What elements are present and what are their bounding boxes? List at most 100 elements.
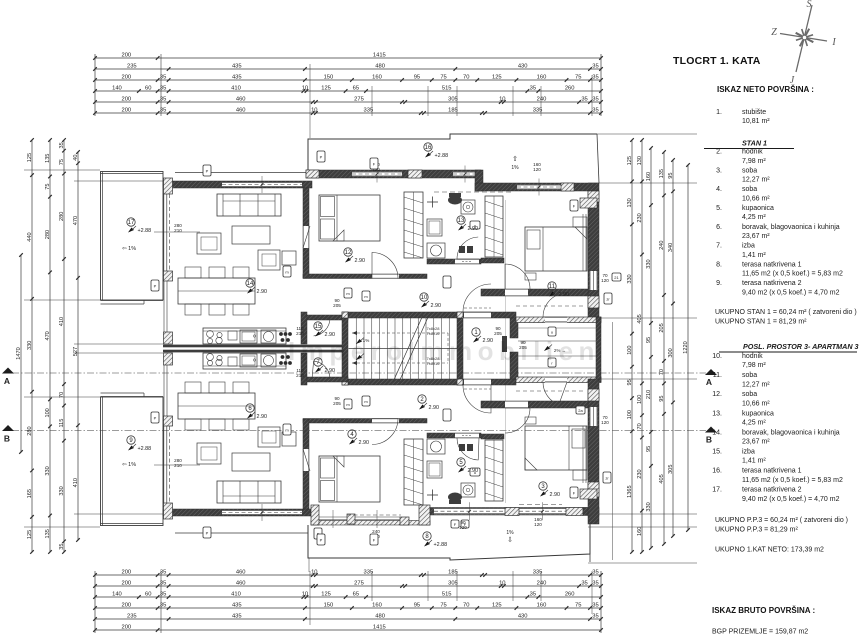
svg-text:11: 11 (549, 284, 556, 290)
svg-text:200: 200 (121, 624, 131, 630)
svg-text:200: 200 (121, 569, 131, 575)
svg-text:205: 205 (519, 345, 527, 350)
svg-text:1%: 1% (511, 165, 519, 171)
svg-text:205: 205 (333, 401, 341, 406)
svg-text:hodnik: hodnik (742, 353, 763, 360)
svg-text:boravak, blagovaonica i kuhinj: boravak, blagovaonica i kuhinja (742, 224, 840, 231)
svg-text:35: 35 (160, 107, 166, 113)
svg-text:7: 7 (316, 360, 320, 366)
svg-text:90: 90 (495, 326, 501, 331)
svg-text:160: 160 (372, 74, 382, 80)
svg-text:210: 210 (174, 228, 182, 233)
svg-text:460: 460 (236, 107, 246, 113)
svg-text:35: 35 (160, 591, 166, 597)
svg-text:B: B (706, 435, 712, 445)
svg-text:120: 120 (601, 420, 609, 425)
svg-text:3.: 3. (716, 167, 722, 174)
svg-text:10.: 10. (712, 353, 722, 360)
svg-text:60: 60 (145, 591, 151, 597)
svg-text:70: 70 (602, 415, 608, 420)
svg-text:r: r (551, 360, 553, 365)
svg-text:470: 470 (45, 331, 51, 340)
svg-text:160: 160 (537, 74, 547, 80)
svg-text:UKUPNO 1.KAT NETO: 173,39 m2: UKUPNO 1.KAT NETO: 173,39 m2 (715, 547, 824, 554)
svg-text:4.: 4. (716, 186, 722, 193)
svg-text:7x8x28: 7x8x28 (427, 356, 441, 361)
svg-text:160: 160 (646, 172, 652, 181)
svg-text:P: P (320, 154, 323, 159)
svg-text:280: 280 (59, 212, 65, 221)
svg-text:135: 135 (45, 529, 51, 538)
svg-text:460: 460 (236, 580, 246, 586)
svg-text:terasa natkrivena 1: terasa natkrivena 1 (742, 468, 802, 475)
svg-text:140: 140 (112, 85, 122, 91)
svg-text:120: 120 (372, 167, 380, 172)
svg-text:440: 440 (27, 232, 33, 241)
svg-text:m: m (285, 269, 289, 274)
svg-text:200: 200 (121, 107, 131, 113)
svg-text:1220: 1220 (683, 341, 689, 353)
svg-text:stubište: stubište (742, 109, 766, 116)
svg-text:4,25 m²: 4,25 m² (742, 420, 766, 427)
svg-text:5: 5 (459, 460, 463, 466)
svg-text:A: A (4, 376, 10, 386)
svg-text:410: 410 (231, 591, 241, 597)
svg-text:UKUPNO STAN 1 = 60,24 m² ( zat: UKUPNO STAN 1 = 60,24 m² ( zatvoreni dio… (715, 309, 857, 316)
svg-text:110: 110 (296, 368, 304, 373)
svg-text:F: F (573, 203, 576, 208)
svg-text:160: 160 (534, 517, 542, 522)
svg-text:335: 335 (364, 107, 374, 113)
svg-text:125: 125 (321, 85, 331, 91)
svg-text:+2.88: +2.88 (138, 228, 152, 234)
svg-text:65: 65 (353, 591, 359, 597)
svg-text:21: 21 (614, 275, 619, 280)
svg-text:4: 4 (350, 432, 354, 438)
svg-text:210: 210 (174, 463, 182, 468)
svg-text:10: 10 (302, 85, 308, 91)
svg-text:P: P (154, 283, 157, 288)
svg-text:260: 260 (565, 591, 575, 597)
svg-text:m: m (285, 427, 289, 432)
svg-text:F: F (373, 161, 376, 166)
svg-text:14.: 14. (712, 429, 722, 436)
svg-text:330: 330 (646, 502, 652, 511)
svg-text:soba: soba (742, 372, 757, 379)
svg-text:+2.88: +2.88 (138, 446, 152, 452)
svg-text:1,41 m²: 1,41 m² (742, 252, 766, 259)
svg-text:160: 160 (533, 162, 541, 167)
svg-text:130: 130 (637, 156, 643, 165)
svg-text:+2.88: +2.88 (435, 153, 449, 159)
svg-text:m: m (346, 291, 350, 296)
svg-text:5.: 5. (716, 205, 722, 212)
svg-text:230: 230 (637, 469, 643, 478)
svg-text:2.90: 2.90 (355, 258, 366, 264)
svg-text:14: 14 (247, 281, 254, 287)
svg-text:75: 75 (440, 74, 446, 80)
svg-text:240: 240 (537, 580, 547, 586)
svg-text:P: P (206, 168, 209, 173)
svg-text:95: 95 (646, 337, 652, 343)
svg-text:100: 100 (627, 345, 633, 354)
svg-text:10: 10 (302, 591, 308, 597)
svg-text:95: 95 (646, 446, 652, 452)
svg-text:zr: zr (605, 475, 609, 480)
svg-text:11,65 m2 (x 0,5 koef.) = 5,83: 11,65 m2 (x 0,5 koef.) = 5,83 m2 (742, 271, 843, 278)
svg-text:75: 75 (45, 183, 51, 189)
svg-text:125: 125 (627, 156, 633, 165)
svg-text:10: 10 (311, 569, 317, 575)
svg-text:10,66 m²: 10,66 m² (742, 195, 770, 202)
svg-text:7.: 7. (716, 243, 722, 250)
svg-text:2.90: 2.90 (468, 226, 479, 232)
svg-text:75: 75 (440, 602, 446, 608)
svg-text:330: 330 (627, 274, 633, 283)
svg-text:35: 35 (160, 74, 166, 80)
svg-text:2.90: 2.90 (325, 332, 336, 338)
svg-text:240: 240 (659, 241, 665, 250)
svg-text:TLOCRT 1. KATA: TLOCRT 1. KATA (673, 55, 761, 67)
svg-text:13: 13 (458, 218, 465, 224)
svg-text:60: 60 (145, 85, 151, 91)
svg-text:I: I (831, 37, 836, 48)
svg-text:m: m (364, 399, 368, 404)
svg-text:10: 10 (499, 580, 505, 586)
svg-text:boravak, blagovaonica i kuhinj: boravak, blagovaonica i kuhinja (742, 429, 840, 436)
